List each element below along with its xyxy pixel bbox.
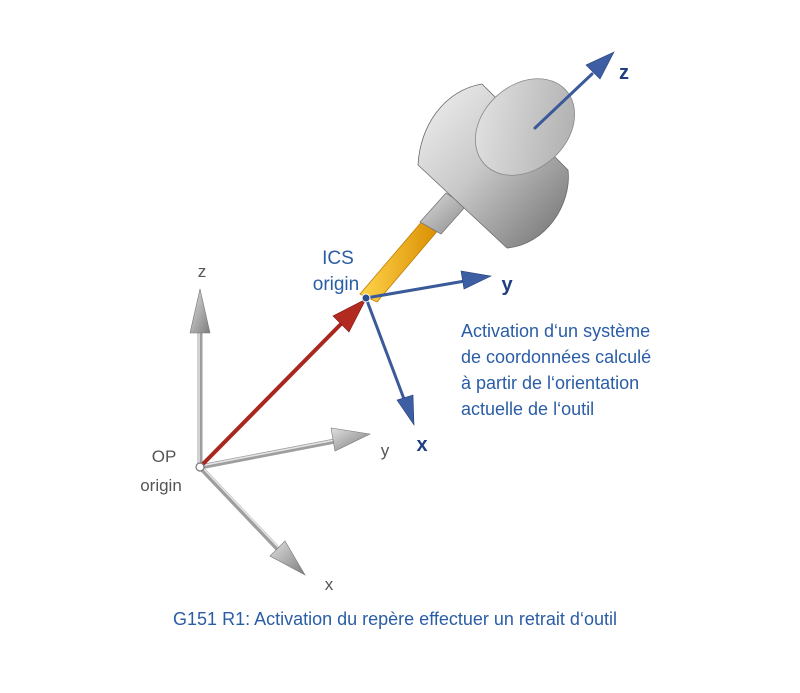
offset-vector-arrowhead-icon bbox=[332, 298, 367, 333]
op-origin-point bbox=[195, 462, 205, 472]
annotation-line-4: actuelle de l‘outil bbox=[461, 399, 594, 419]
ics-axis-y-arrowhead-icon bbox=[460, 270, 492, 290]
figure-caption: G151 R1: Activation du repère effectuer … bbox=[173, 609, 617, 629]
ics-origin-label-line2: origin bbox=[313, 274, 359, 295]
op-axis-z-label: z bbox=[198, 262, 207, 281]
annotation-text: Activation d‘un système de coordonnées c… bbox=[461, 321, 651, 419]
ics-axis-z-label: z bbox=[619, 62, 629, 84]
op-axis-x-label: x bbox=[325, 575, 334, 594]
ics-origin-point bbox=[361, 293, 371, 303]
op-axis-x-arrowhead-icon bbox=[269, 540, 306, 576]
ics-axis-x-arrowhead-icon bbox=[396, 394, 415, 427]
ics-origin-label-line1: ICS bbox=[322, 248, 354, 269]
ics-axis-x-label: x bbox=[416, 434, 427, 456]
annotation-line-1: Activation d‘un système bbox=[461, 321, 650, 341]
ics-axis-y-label: y bbox=[501, 274, 513, 296]
ics-axis-y bbox=[364, 270, 492, 300]
tool-spindle-face bbox=[474, 78, 576, 176]
tool-shank bbox=[359, 218, 441, 303]
ics-axis-x bbox=[364, 296, 415, 427]
op-origin-label-line2: origin bbox=[140, 476, 182, 495]
op-axis-z bbox=[189, 288, 211, 470]
op-axis-y bbox=[197, 427, 371, 470]
annotation-line-3: à partir de l‘orientation bbox=[461, 373, 639, 393]
tool-assembly bbox=[359, 78, 576, 303]
offset-vector bbox=[198, 298, 367, 469]
op-axis-y-arrowhead-icon bbox=[330, 427, 371, 452]
ics-axis-z bbox=[533, 51, 615, 130]
op-axis-y-label: y bbox=[381, 441, 390, 460]
annotation-line-2: de coordonnées calculé bbox=[461, 347, 651, 367]
op-origin-label-line1: OP bbox=[152, 447, 177, 466]
op-axis-x bbox=[197, 464, 306, 576]
op-axis-z-arrowhead-icon bbox=[189, 288, 211, 334]
ics-axis-z-arrowhead-icon bbox=[585, 51, 615, 80]
